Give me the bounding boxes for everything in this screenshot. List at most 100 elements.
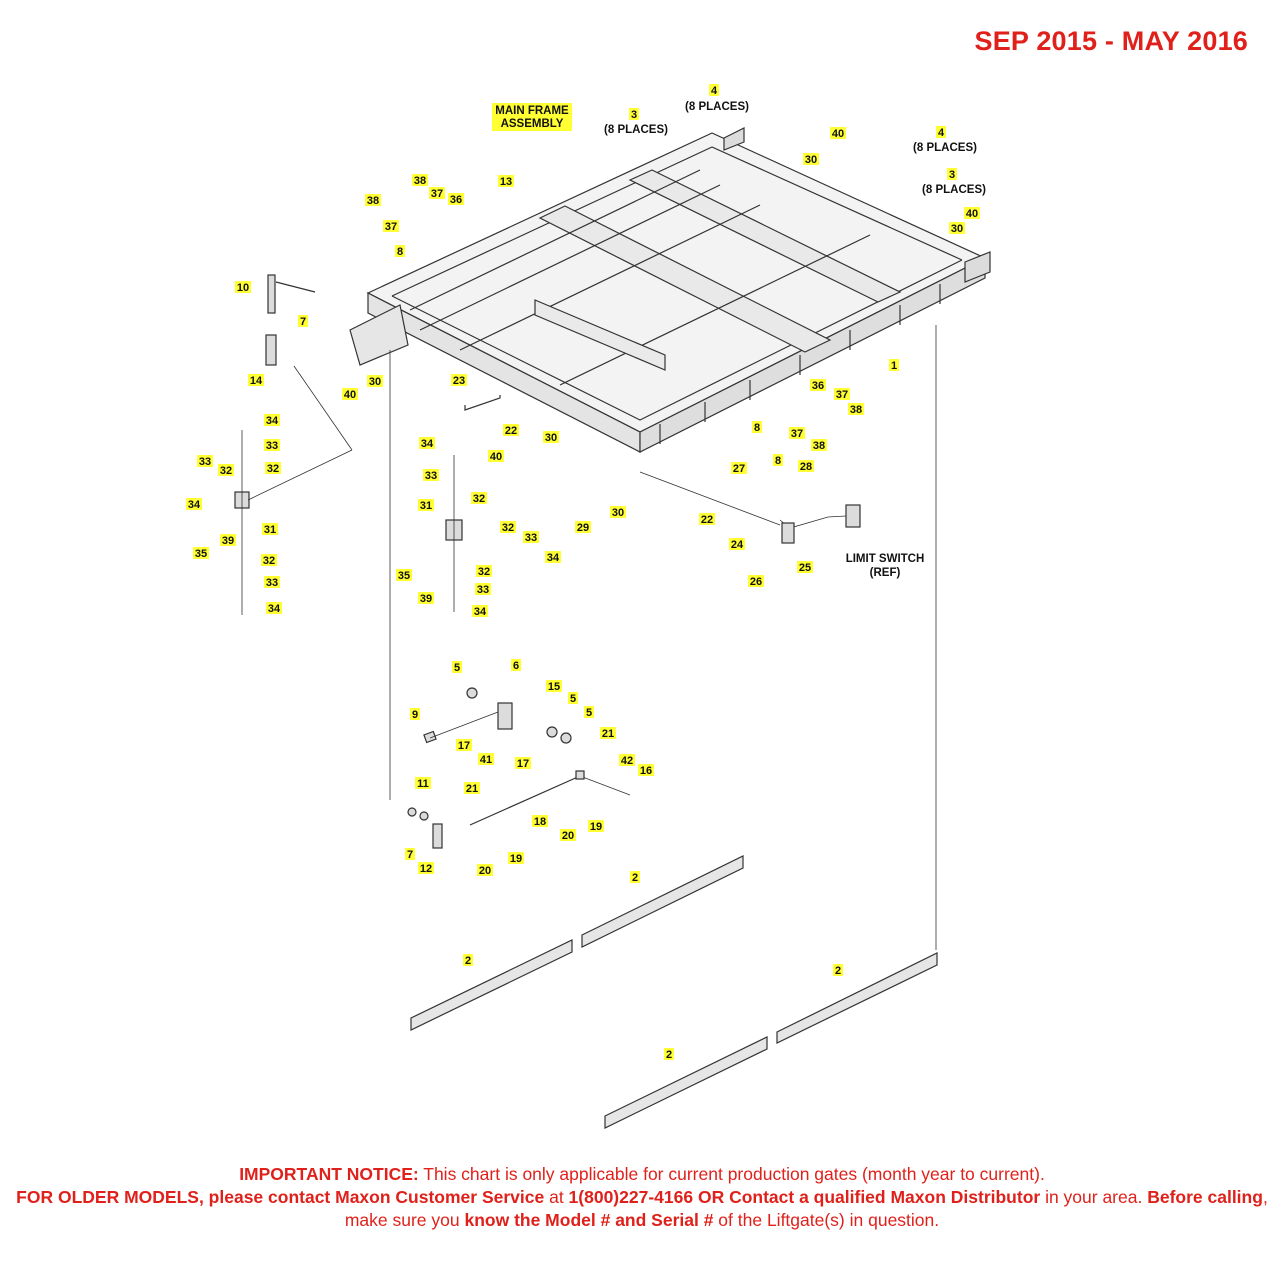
callout-highlight — [803, 153, 819, 165]
callout-33: 33 — [477, 584, 489, 596]
callout-10: 10 — [237, 282, 249, 294]
date-range-title: SEP 2015 - MAY 2016 — [974, 26, 1248, 56]
callout-7: 7 — [407, 849, 413, 861]
main-frame-drawing — [349, 127, 991, 950]
callout-highlight — [619, 754, 635, 766]
callout-41: 41 — [480, 754, 492, 766]
callout-highlight — [511, 659, 521, 671]
callout-highlight — [748, 575, 764, 587]
callout-6: 6 — [513, 660, 519, 672]
callout-highlight — [789, 427, 805, 439]
places-note-b: (8 PLACES) — [685, 101, 749, 113]
callout-highlight — [638, 764, 654, 776]
callout-21: 21 — [466, 783, 478, 795]
callout-13: 13 — [500, 176, 512, 188]
callout-highlight — [575, 521, 591, 533]
callout-highlight — [729, 538, 745, 550]
callout-39: 39 — [420, 593, 432, 605]
callout-24: 24 — [731, 539, 744, 551]
main-frame-label-line2: ASSEMBLY — [501, 118, 564, 130]
callout-highlight — [731, 462, 747, 474]
callout-12: 12 — [420, 863, 432, 875]
callout-32: 32 — [220, 465, 232, 477]
callout-highlight — [523, 531, 539, 543]
callout-highlight — [936, 126, 946, 138]
callout-highlight — [546, 680, 562, 692]
callout-27: 27 — [733, 463, 745, 475]
callout-highlight — [834, 388, 850, 400]
callout-22: 22 — [505, 425, 517, 437]
callout-highlight — [452, 661, 462, 673]
callout-2: 2 — [465, 955, 471, 967]
callout-9: 9 — [412, 709, 418, 721]
gear-racks — [410, 855, 938, 1129]
main-frame-label-line1: MAIN FRAME — [495, 105, 569, 117]
callout-16: 16 — [640, 765, 652, 777]
callout-highlight — [264, 414, 280, 426]
callout-highlight — [811, 439, 827, 451]
callout-17: 17 — [517, 758, 529, 770]
callout-32: 32 — [473, 493, 485, 505]
callout-7: 7 — [300, 316, 306, 328]
callout-highlight — [412, 174, 428, 186]
callout-highlight — [475, 583, 491, 595]
callout-highlight — [610, 506, 626, 518]
callout-42: 42 — [621, 755, 633, 767]
callout-highlight — [415, 777, 431, 789]
callout-32: 32 — [478, 566, 490, 578]
callout-35: 35 — [195, 548, 207, 560]
callout-highlight — [248, 374, 264, 386]
callout-29: 29 — [577, 522, 589, 534]
callout-highlight — [365, 194, 381, 206]
callout-32: 32 — [267, 463, 279, 475]
callout-highlight — [709, 84, 719, 96]
callout-15: 15 — [548, 681, 560, 693]
places-note-c: (8 PLACES) — [913, 142, 977, 154]
callout-26: 26 — [750, 576, 762, 588]
callout-highlight — [395, 245, 405, 257]
callout-17: 17 — [458, 740, 470, 752]
callout-highlight — [456, 739, 472, 751]
callout-highlight — [798, 460, 814, 472]
callout-11: 11 — [417, 778, 429, 790]
callout-38: 38 — [813, 440, 825, 452]
callout-highlight — [383, 220, 399, 232]
callout-highlight — [600, 727, 616, 739]
callout-31: 31 — [420, 500, 432, 512]
parts-diagram: MAIN FRAME ASSEMBLY (8 PLACES) (8 PLACES… — [186, 84, 991, 1129]
callout-highlight — [264, 439, 280, 451]
callout-38: 38 — [850, 404, 862, 416]
callout-highlight — [448, 193, 464, 205]
callout-5: 5 — [454, 662, 460, 674]
callout-highlight — [405, 848, 415, 860]
callout-highlight — [508, 852, 524, 864]
notice-line-2: FOR OLDER MODELS, please contact Maxon C… — [16, 1187, 1268, 1230]
callout-highlight — [500, 521, 516, 533]
callout-5: 5 — [586, 707, 592, 719]
callout-highlight — [476, 565, 492, 577]
callout-1: 1 — [891, 360, 897, 372]
callout-highlight — [419, 437, 435, 449]
callout-34: 34 — [268, 603, 281, 615]
callout-28: 28 — [800, 461, 812, 473]
callout-14: 14 — [250, 375, 263, 387]
callout-8: 8 — [397, 246, 403, 258]
callout-32: 32 — [502, 522, 514, 534]
callout-2: 2 — [666, 1049, 672, 1061]
callout-2: 2 — [835, 965, 841, 977]
callout-highlight — [367, 375, 383, 387]
callout-33: 33 — [266, 440, 278, 452]
hardware-drawing — [234, 274, 861, 849]
callout-39: 39 — [222, 535, 234, 547]
callout-19: 19 — [510, 853, 522, 865]
callout-33: 33 — [266, 577, 278, 589]
callout-highlight — [699, 513, 715, 525]
callout-3: 3 — [949, 169, 955, 181]
callout-highlight — [472, 605, 488, 617]
callout-8: 8 — [754, 422, 760, 434]
callout-34: 34 — [421, 438, 434, 450]
callout-33: 33 — [525, 532, 537, 544]
callout-highlight — [261, 554, 277, 566]
callout-highlight — [630, 871, 640, 883]
